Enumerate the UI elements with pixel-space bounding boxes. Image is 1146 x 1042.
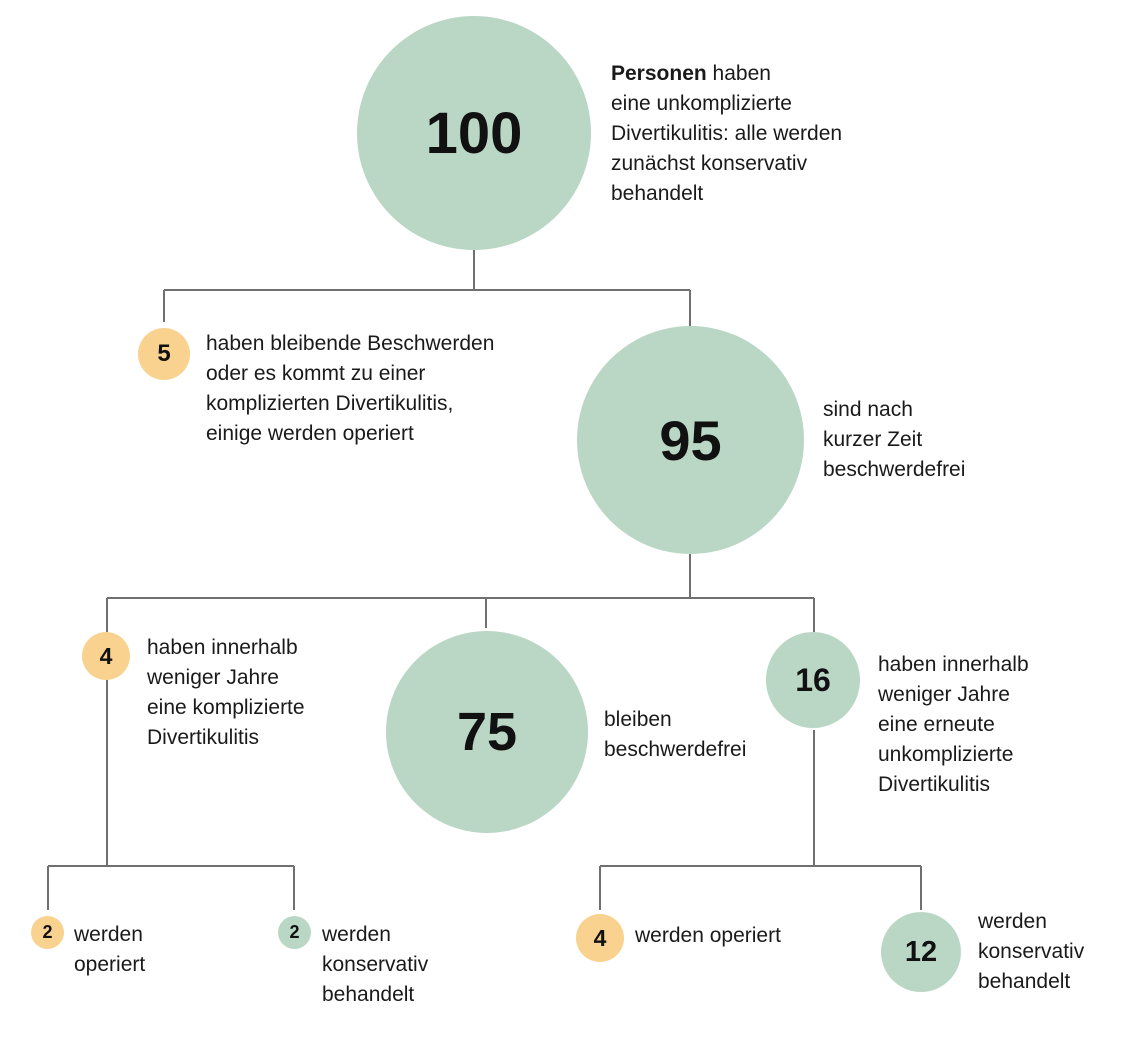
node-recurrent-operated-label-line-0: werden operiert xyxy=(635,924,781,947)
node-persistent-value: 5 xyxy=(157,340,171,367)
node-root-label-line-1: eine unkomplizierte xyxy=(611,92,792,115)
node-complicated-conservative-label-line-1: konservativ xyxy=(322,953,429,976)
node-symptom-free-label: sind nach kurzer Zeit beschwerdefrei xyxy=(823,395,965,485)
node-recurrent-operated-circle: 4 xyxy=(576,914,624,962)
node-symptom-free-value: 95 xyxy=(659,408,722,472)
node-recurrent-conservative-label: werden konservativ behandelt xyxy=(978,907,1084,997)
node-stay-free-label-line-1: beschwerdefrei xyxy=(604,738,747,761)
node-complicated-operated-label: werden operiert xyxy=(74,920,145,980)
node-complicated-operated-value: 2 xyxy=(42,922,53,942)
node-recurrent-label-line-2: eine erneute xyxy=(878,713,995,736)
node-recurrent-label-line-3: unkomplizierte xyxy=(878,743,1014,766)
node-root-label-line-2: Divertikulitis: alle werden xyxy=(611,122,843,145)
node-root-label-bold: Personen xyxy=(611,62,707,85)
node-root-circle: 100 xyxy=(357,16,591,250)
node-complicated-label-line-1: weniger Jahre xyxy=(147,666,279,689)
node-complicated-conservative-value: 2 xyxy=(289,922,300,942)
node-complicated-conservative-label-line-2: behandelt xyxy=(322,983,415,1006)
connector-4 xyxy=(47,680,295,910)
node-root-label-line-3: zunächst konservativ xyxy=(611,152,808,175)
node-stay-free-label: bleiben beschwerdefrei xyxy=(604,705,746,765)
node-symptom-free-label-line-0: sind nach xyxy=(823,398,913,421)
connector-16 xyxy=(599,730,922,910)
node-complicated-label-line-2: eine komplizierte xyxy=(147,696,305,719)
node-complicated-label-line-0: haben innerhalb xyxy=(147,636,298,659)
node-symptom-free-label-line-1: kurzer Zeit xyxy=(823,428,923,451)
node-recurrent-label-line-0: haben innerhalb xyxy=(878,653,1029,676)
node-complicated-conservative-label-line-0: werden xyxy=(322,923,391,946)
node-persistent-circle: 5 xyxy=(138,328,190,380)
node-root-label-line-0: Personen haben xyxy=(611,59,842,89)
node-recurrent-value: 16 xyxy=(795,661,831,698)
node-recurrent-label-line-4: Divertikulitis xyxy=(878,773,991,796)
node-stay-free-value: 75 xyxy=(456,702,518,762)
node-recurrent-label-line-1: weniger Jahre xyxy=(878,683,1010,706)
node-complicated-label-line-3: Divertikulitis xyxy=(147,726,260,749)
node-complicated-circle: 4 xyxy=(82,632,130,680)
node-symptom-free-label-line-2: beschwerdefrei xyxy=(823,458,966,481)
node-recurrent-conservative-label-line-2: behandelt xyxy=(978,970,1071,993)
node-recurrent-conservative-label-line-0: werden xyxy=(978,910,1047,933)
node-persistent-label-line-2: komplizierten Divertikulitis, xyxy=(206,392,454,415)
node-stay-free-label-line-0: bleiben xyxy=(604,708,672,731)
node-recurrent-conservative-value: 12 xyxy=(904,935,938,968)
node-root-label-line-4: behandelt xyxy=(611,182,704,205)
node-persistent-label-line-0: haben bleibende Beschwerden xyxy=(206,332,495,355)
node-root-label-rest: haben xyxy=(706,62,771,85)
node-recurrent-operated-label: werden operiert xyxy=(635,921,781,951)
node-persistent-label: haben bleibende Beschwerden oder es komm… xyxy=(206,329,494,449)
node-complicated-conservative-circle: 2 xyxy=(278,916,311,949)
node-complicated-conservative-label: werden konservativ behandelt xyxy=(322,920,428,1010)
node-root-value: 100 xyxy=(425,100,523,166)
node-root-label: Personen haben eine unkomplizierte Diver… xyxy=(611,59,842,209)
node-stay-free-circle: 75 xyxy=(386,631,588,833)
node-complicated-operated-circle: 2 xyxy=(31,916,64,949)
node-recurrent-operated-value: 4 xyxy=(593,924,607,951)
node-complicated-operated-label-line-1: operiert xyxy=(74,953,146,976)
node-recurrent-circle: 16 xyxy=(766,632,860,728)
node-symptom-free-circle: 95 xyxy=(577,326,804,554)
connector-root xyxy=(163,250,691,326)
node-persistent-label-line-3: einige werden operiert xyxy=(206,422,414,445)
connector-95 xyxy=(106,554,815,632)
node-recurrent-conservative-circle: 12 xyxy=(881,912,961,992)
node-recurrent-label: haben innerhalb weniger Jahre eine erneu… xyxy=(878,650,1029,800)
node-complicated-operated-label-line-0: werden xyxy=(74,923,143,946)
node-complicated-label: haben innerhalb weniger Jahre eine kompl… xyxy=(147,633,305,753)
node-complicated-value: 4 xyxy=(99,642,113,669)
node-recurrent-conservative-label-line-1: konservativ xyxy=(978,940,1085,963)
node-persistent-label-line-1: oder es kommt zu einer xyxy=(206,362,426,385)
